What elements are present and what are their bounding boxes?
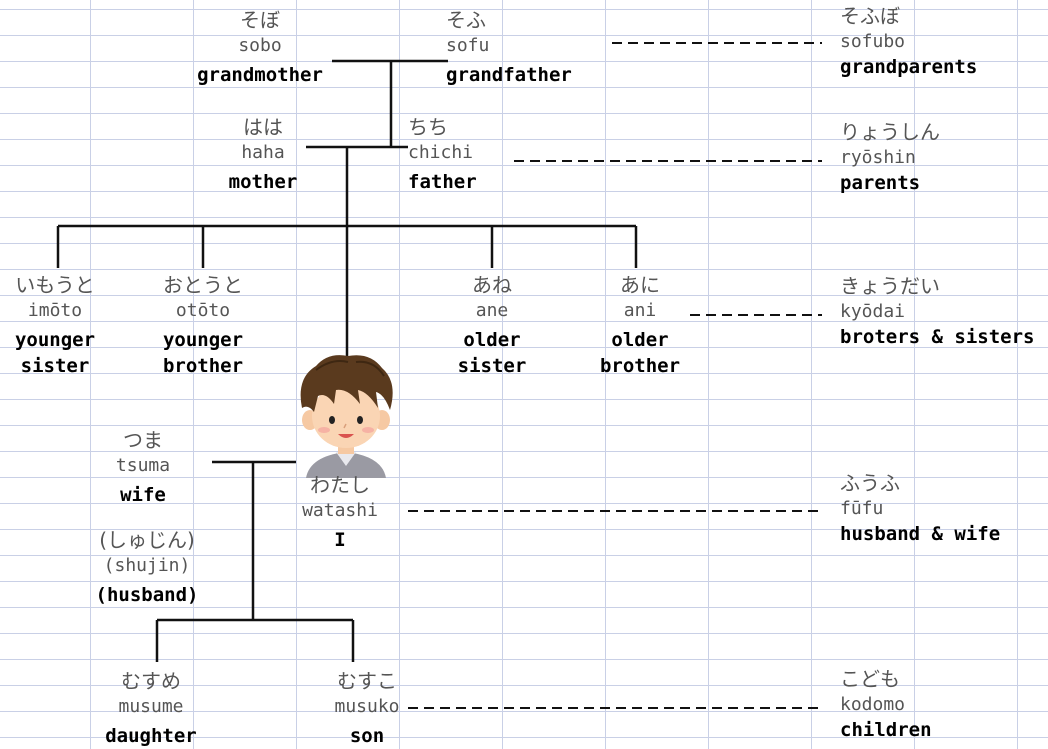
person-shujin: (しゅじん) (shujin) (husband) — [72, 530, 222, 608]
kana-label: むすこ — [337, 669, 397, 693]
person-sofu: そふ sofu grandfather — [446, 10, 596, 88]
romaji-label: haha — [241, 142, 285, 163]
romaji-label: sofu — [446, 35, 490, 56]
romaji-label: tsuma — [115, 455, 171, 476]
english-label: older sister — [457, 329, 527, 377]
english-label: younger sister — [14, 329, 96, 377]
kana-label: あに — [620, 273, 660, 297]
group-sofubo: そふぼ sofubo grandparents — [840, 6, 1048, 77]
english-label: father — [408, 171, 477, 193]
english-label: (husband) — [95, 584, 199, 606]
english-label: parents — [840, 172, 921, 194]
person-chichi: ちち chichi father — [408, 117, 558, 195]
romaji-label: otōto — [175, 300, 231, 321]
kana-label: そふぼ — [840, 4, 900, 28]
kana-label: りょうしん — [840, 120, 940, 144]
romaji-label: (shujin) — [103, 555, 191, 576]
english-label: wife — [120, 484, 166, 506]
group-fufu: ふうふ fūfu husband & wife — [840, 473, 1048, 544]
person-tsuma: つま tsuma wife — [68, 430, 218, 508]
kana-label: わたし — [310, 473, 370, 497]
english-label: grandparents — [840, 56, 978, 78]
romaji-label: chichi — [408, 142, 474, 163]
kana-label: ふうふ — [840, 471, 900, 495]
kana-label: むすめ — [121, 669, 181, 693]
kana-label: つま — [123, 428, 163, 452]
kana-label: そぼ — [240, 8, 280, 32]
person-musume: むすめ musume daughter — [76, 671, 226, 749]
kana-label: ちち — [408, 115, 448, 139]
romaji-label: ani — [623, 300, 657, 321]
kana-label: そふ — [446, 8, 486, 32]
kana-label: きょうだい — [840, 274, 940, 298]
english-label: I — [334, 529, 346, 551]
romaji-label: imōto — [27, 300, 83, 321]
english-label: daughter — [105, 725, 197, 747]
romaji-label: kyōdai — [840, 301, 906, 322]
kana-label: いもうと — [15, 273, 95, 297]
kana-label: おとうと — [163, 273, 243, 297]
kana-label: こども — [840, 667, 900, 691]
person-musuko: むすこ musuko son — [292, 671, 442, 749]
romaji-label: sobo — [238, 35, 282, 56]
group-ryoshin: りょうしん ryōshin parents — [840, 122, 1048, 193]
person-ototo: おとうと otōto younger brother — [128, 275, 278, 379]
english-label: mother — [228, 171, 298, 193]
romaji-label: fūfu — [840, 498, 884, 519]
english-label: grandfather — [446, 64, 572, 86]
person-ane: あね ane older sister — [417, 275, 567, 379]
boy-avatar-icon — [300, 355, 393, 478]
romaji-label: kodomo — [840, 694, 906, 715]
english-label: husband & wife — [840, 523, 1001, 545]
person-imoto: いもうと imōto younger sister — [0, 275, 130, 379]
english-label: younger brother — [162, 329, 244, 377]
kana-label: はは — [243, 115, 283, 139]
romaji-label: ryōshin — [840, 147, 916, 168]
group-kodomo: こども kodomo children — [840, 669, 1048, 740]
group-kyodai: きょうだい kyōdai broters & sisters — [840, 276, 1048, 347]
romaji-label: sofubo — [840, 31, 906, 52]
romaji-label: ane — [475, 300, 509, 321]
english-label: older brother — [599, 329, 681, 377]
person-haha: はは haha mother — [188, 117, 338, 195]
kana-label: (しゅじん) — [99, 528, 195, 552]
person-ani: あに ani older brother — [565, 275, 715, 379]
person-watashi: わたし watashi I — [265, 475, 415, 553]
english-label: son — [349, 725, 385, 747]
english-label: broters & sisters — [840, 326, 1035, 348]
romaji-label: musume — [118, 696, 184, 717]
romaji-label: watashi — [302, 500, 378, 521]
person-sobo: そぼ sobo grandmother — [185, 10, 335, 88]
english-label: grandmother — [197, 64, 323, 86]
english-label: children — [840, 719, 932, 741]
kana-label: あね — [472, 273, 512, 297]
romaji-label: musuko — [334, 696, 400, 717]
